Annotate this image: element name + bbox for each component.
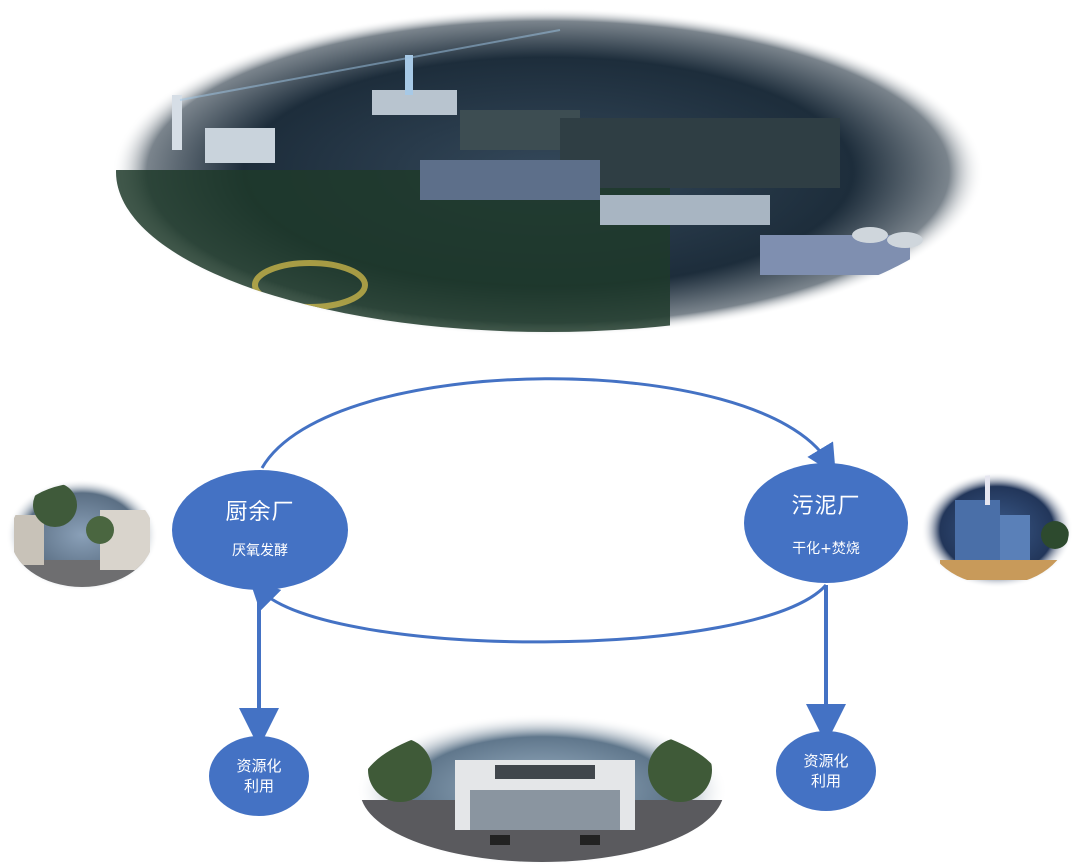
kitchen-plant-node (172, 470, 348, 590)
kitchen-plant-title: 厨余厂 (225, 500, 295, 525)
resource-node-right (776, 731, 876, 811)
resource-node-left (209, 736, 309, 816)
resource-left-line1: 资源化 (236, 757, 282, 775)
street-scene-image (6, 479, 158, 591)
aerial-plant-image (112, 8, 984, 336)
sludge-plant-node (744, 463, 908, 583)
sludge-plant-process: 干化+焚烧 (792, 541, 860, 557)
sludge-plant-title: 污泥厂 (791, 494, 861, 519)
resource-left-line2: 利用 (243, 777, 274, 795)
resource-right-line2: 利用 (810, 772, 841, 790)
resource-right-line1: 资源化 (803, 752, 849, 770)
arrow-sludge-to-kitchen (249, 579, 828, 644)
night-building-image (921, 472, 1073, 588)
arrow-kitchen-to-sludge (260, 377, 836, 475)
kitchen-plant-process: 厌氧发酵 (232, 543, 288, 559)
